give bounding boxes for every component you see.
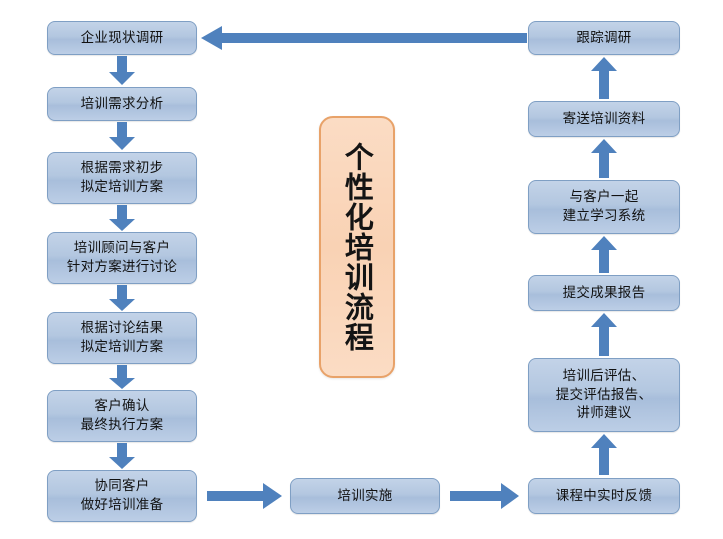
node-label: 寄送培训资料 bbox=[562, 110, 646, 127]
node-realtime-feedback[interactable]: 课程中实时反馈 bbox=[528, 478, 680, 514]
arrow-left-loop-back bbox=[201, 23, 528, 53]
arrow-up-right-1 bbox=[590, 434, 618, 476]
arrow-down-left-5 bbox=[108, 365, 136, 390]
node-submit-results[interactable]: 提交成果报告 bbox=[528, 275, 680, 311]
node-label: 跟踪调研 bbox=[576, 29, 632, 46]
node-build-learning-sys[interactable]: 与客户一起 建立学习系统 bbox=[528, 180, 680, 234]
arrow-down-left-1 bbox=[108, 56, 136, 86]
arrow-right-prepare-to-delivery bbox=[207, 482, 283, 510]
node-post-evaluation[interactable]: 培训后评估、 提交评估报告、 讲师建议 bbox=[528, 358, 680, 432]
node-needs-analysis[interactable]: 培训需求分析 bbox=[47, 87, 197, 121]
node-label: 协同客户 做好培训准备 bbox=[80, 478, 164, 513]
arrow-up-right-2 bbox=[590, 313, 618, 357]
arrow-down-left-3 bbox=[108, 205, 136, 232]
node-draft-plan[interactable]: 根据需求初步 拟定培训方案 bbox=[47, 152, 197, 204]
node-label: 课程中实时反馈 bbox=[555, 487, 653, 504]
node-label: 企业现状调研 bbox=[80, 29, 164, 46]
node-send-materials[interactable]: 寄送培训资料 bbox=[528, 101, 680, 137]
arrow-up-right-4 bbox=[590, 139, 618, 179]
node-label: 根据讨论结果 拟定培训方案 bbox=[80, 320, 164, 355]
node-label: 培训需求分析 bbox=[80, 95, 164, 112]
node-label: 培训实施 bbox=[337, 487, 393, 504]
arrow-down-left-6 bbox=[108, 443, 136, 470]
arrow-right-delivery-to-feedback bbox=[450, 482, 520, 510]
node-follow-up-survey[interactable]: 跟踪调研 bbox=[528, 21, 680, 55]
node-client-confirm[interactable]: 客户确认 最终执行方案 bbox=[47, 390, 197, 442]
node-label: 根据需求初步 拟定培训方案 bbox=[80, 160, 164, 195]
arrow-up-right-3 bbox=[590, 236, 618, 274]
arrow-down-left-4 bbox=[108, 285, 136, 312]
center-title-text: 个性化培训流程 bbox=[340, 142, 375, 352]
node-prepare-training[interactable]: 协同客户 做好培训准备 bbox=[47, 470, 197, 522]
node-label: 提交成果报告 bbox=[562, 284, 646, 301]
arrow-down-left-2 bbox=[108, 122, 136, 151]
arrow-up-right-5 bbox=[590, 57, 618, 100]
center-title-plaque: 个性化培训流程 bbox=[319, 116, 395, 378]
node-consultant-discuss[interactable]: 培训顾问与客户 针对方案进行讨论 bbox=[47, 232, 197, 284]
node-enterprise-survey[interactable]: 企业现状调研 bbox=[47, 21, 197, 55]
node-label: 客户确认 最终执行方案 bbox=[80, 398, 164, 433]
node-label: 与客户一起 建立学习系统 bbox=[562, 189, 646, 224]
node-label: 培训顾问与客户 针对方案进行讨论 bbox=[66, 240, 178, 275]
node-label: 培训后评估、 提交评估报告、 讲师建议 bbox=[555, 368, 653, 422]
node-training-delivery[interactable]: 培训实施 bbox=[290, 478, 440, 514]
node-revise-plan[interactable]: 根据讨论结果 拟定培训方案 bbox=[47, 312, 197, 364]
